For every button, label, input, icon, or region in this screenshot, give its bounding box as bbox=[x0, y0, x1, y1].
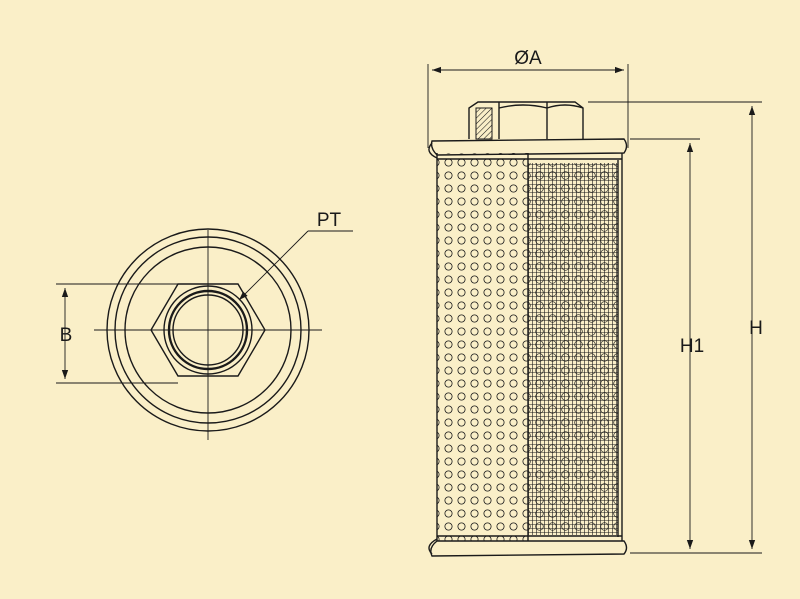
hex-chamfer-curve bbox=[498, 104, 548, 109]
top-cap-curl bbox=[428, 142, 438, 159]
bottom-end-cap bbox=[430, 540, 628, 557]
perforated-tube bbox=[437, 153, 528, 541]
b-label: B bbox=[60, 325, 73, 346]
thread-section-hatch bbox=[475, 107, 493, 140]
hex-chamfer-curve-2 bbox=[546, 104, 584, 109]
bottom-cap-curl bbox=[428, 538, 438, 555]
side-view: ØA H1 H bbox=[427, 48, 763, 557]
top-view: B PT bbox=[56, 210, 353, 440]
pt-label: PT bbox=[317, 210, 342, 231]
h-label: H bbox=[749, 318, 763, 339]
pt-leader-arrow bbox=[238, 230, 309, 301]
a-label: ØA bbox=[514, 48, 542, 69]
h1-label: H1 bbox=[680, 336, 704, 357]
top-end-cap bbox=[430, 138, 628, 156]
mesh-perforation bbox=[528, 163, 618, 535]
hex-fitting bbox=[468, 101, 584, 139]
